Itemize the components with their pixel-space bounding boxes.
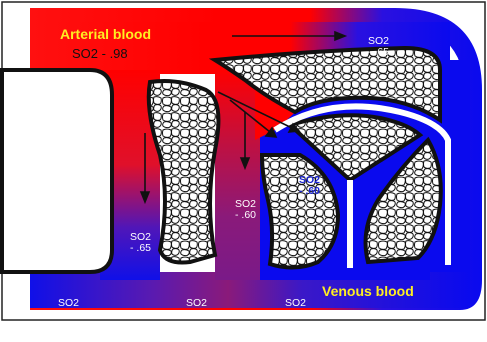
arterial-so2-label: SO2 - .98 xyxy=(72,46,128,61)
so2-bottom-right: SO2- .65 xyxy=(285,276,306,342)
blood-oxygen-diagram: Arterial blood SO2 - .98 Venous blood SO… xyxy=(0,0,487,322)
so2-top-right: SO2- .65 xyxy=(368,14,389,80)
venous-title: Venous blood xyxy=(322,283,414,299)
so2-left-mid: SO2- .65 xyxy=(130,210,151,276)
left-bay xyxy=(2,70,112,272)
so2-center: SO2- .60 xyxy=(235,177,256,243)
so2-bottom-mid: SO2- 61 xyxy=(186,276,207,342)
so2-bottom-left: SO2- 62 xyxy=(58,276,79,342)
so2-branch: SO2- .60 xyxy=(299,153,320,219)
arterial-title: Arterial blood xyxy=(60,26,151,42)
